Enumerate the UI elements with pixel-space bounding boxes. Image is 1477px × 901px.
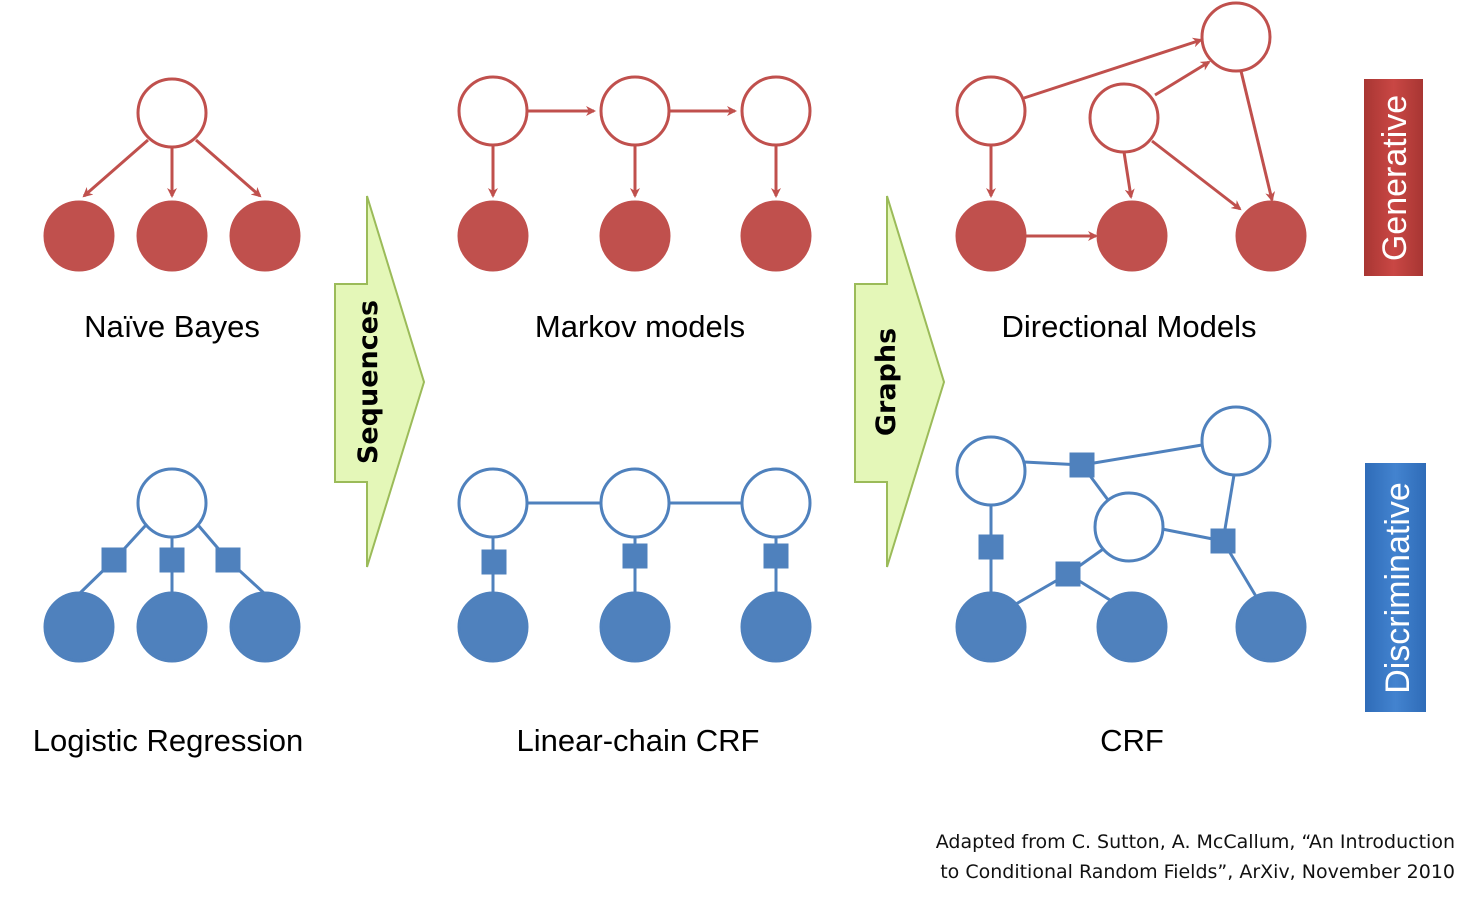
observed-node [1235,200,1307,272]
factor-node [622,543,648,569]
naive-bayes-label: Naïve Bayes [84,309,260,344]
edge [195,138,262,198]
factor-node [1069,452,1095,478]
edge [1151,139,1242,211]
hidden-node [955,435,1027,507]
edge [1154,60,1211,97]
hidden-node [1200,405,1272,477]
logistic-regression-graph [43,467,301,663]
edge [1239,70,1275,202]
factor-node [978,534,1004,560]
observed-node [1096,200,1168,272]
edge [1122,151,1135,199]
hidden-node [457,467,529,539]
crf-label: CRF [1100,723,1164,758]
hidden-node [740,75,812,147]
linear-chain-crf-label: Linear-chain CRF [517,723,760,758]
hidden-node [136,467,208,539]
crf-graph [955,405,1307,663]
sequences-arrow: Sequences [334,195,426,568]
observed-node [599,591,671,663]
discriminative-box-fill [1365,463,1426,712]
factor-node [215,547,241,573]
citation-line-2: to Conditional Random Fields”, ArXiv, No… [940,861,1455,883]
hidden-node [1200,1,1272,73]
observed-node [229,200,301,272]
factor-node [1055,561,1081,587]
naive-bayes-graph [43,77,301,272]
observed-node [599,200,671,272]
discriminative-label: Discriminative [1379,482,1417,694]
generative-box-fill [1364,79,1423,276]
generative-label: Generative [1376,95,1414,261]
hidden-node [457,75,529,147]
hidden-node [136,77,208,149]
edge [1081,443,1203,467]
observed-node [136,200,208,272]
markov-models-label: Markov models [535,309,745,344]
factor-node [481,549,507,575]
hidden-node [599,467,671,539]
logistic-regression-label: Logistic Regression [33,723,304,758]
hidden-node [955,75,1027,147]
graphs-arrow-label: Graphs [871,328,902,436]
markov-models-graph [457,75,812,272]
arrow-shape [334,195,426,568]
observed-node [136,591,208,663]
observed-node [43,591,115,663]
observed-node [457,200,529,272]
observed-node [457,591,529,663]
observed-node [1096,591,1168,663]
observed-node [740,200,812,272]
hidden-node [599,75,671,147]
observed-node [1235,591,1307,663]
factor-node [763,543,789,569]
sequences-arrow-label: Sequences [353,300,384,464]
observed-node [43,200,115,272]
edge [1023,37,1203,100]
observed-node [955,591,1027,663]
directional-models-label: Directional Models [1002,309,1257,344]
observed-node [740,591,812,663]
hidden-node [1088,82,1160,154]
directional-models-graph [955,1,1307,272]
arrow-shape [854,195,946,568]
discriminative-side-box: Discriminative [1365,463,1426,712]
hidden-node [1093,491,1165,563]
observed-node [229,591,301,663]
hidden-node [740,467,812,539]
generative-side-box: Generative [1364,79,1429,282]
edge [82,138,149,198]
factor-node [159,547,185,573]
linear-chain-crf-graph [457,467,812,663]
factor-node [101,547,127,573]
graphs-arrow: Graphs [854,195,946,568]
observed-node [955,200,1027,272]
factor-node [1210,528,1236,554]
citation-line-1: Adapted from C. Sutton, A. McCallum, “An… [936,831,1455,853]
